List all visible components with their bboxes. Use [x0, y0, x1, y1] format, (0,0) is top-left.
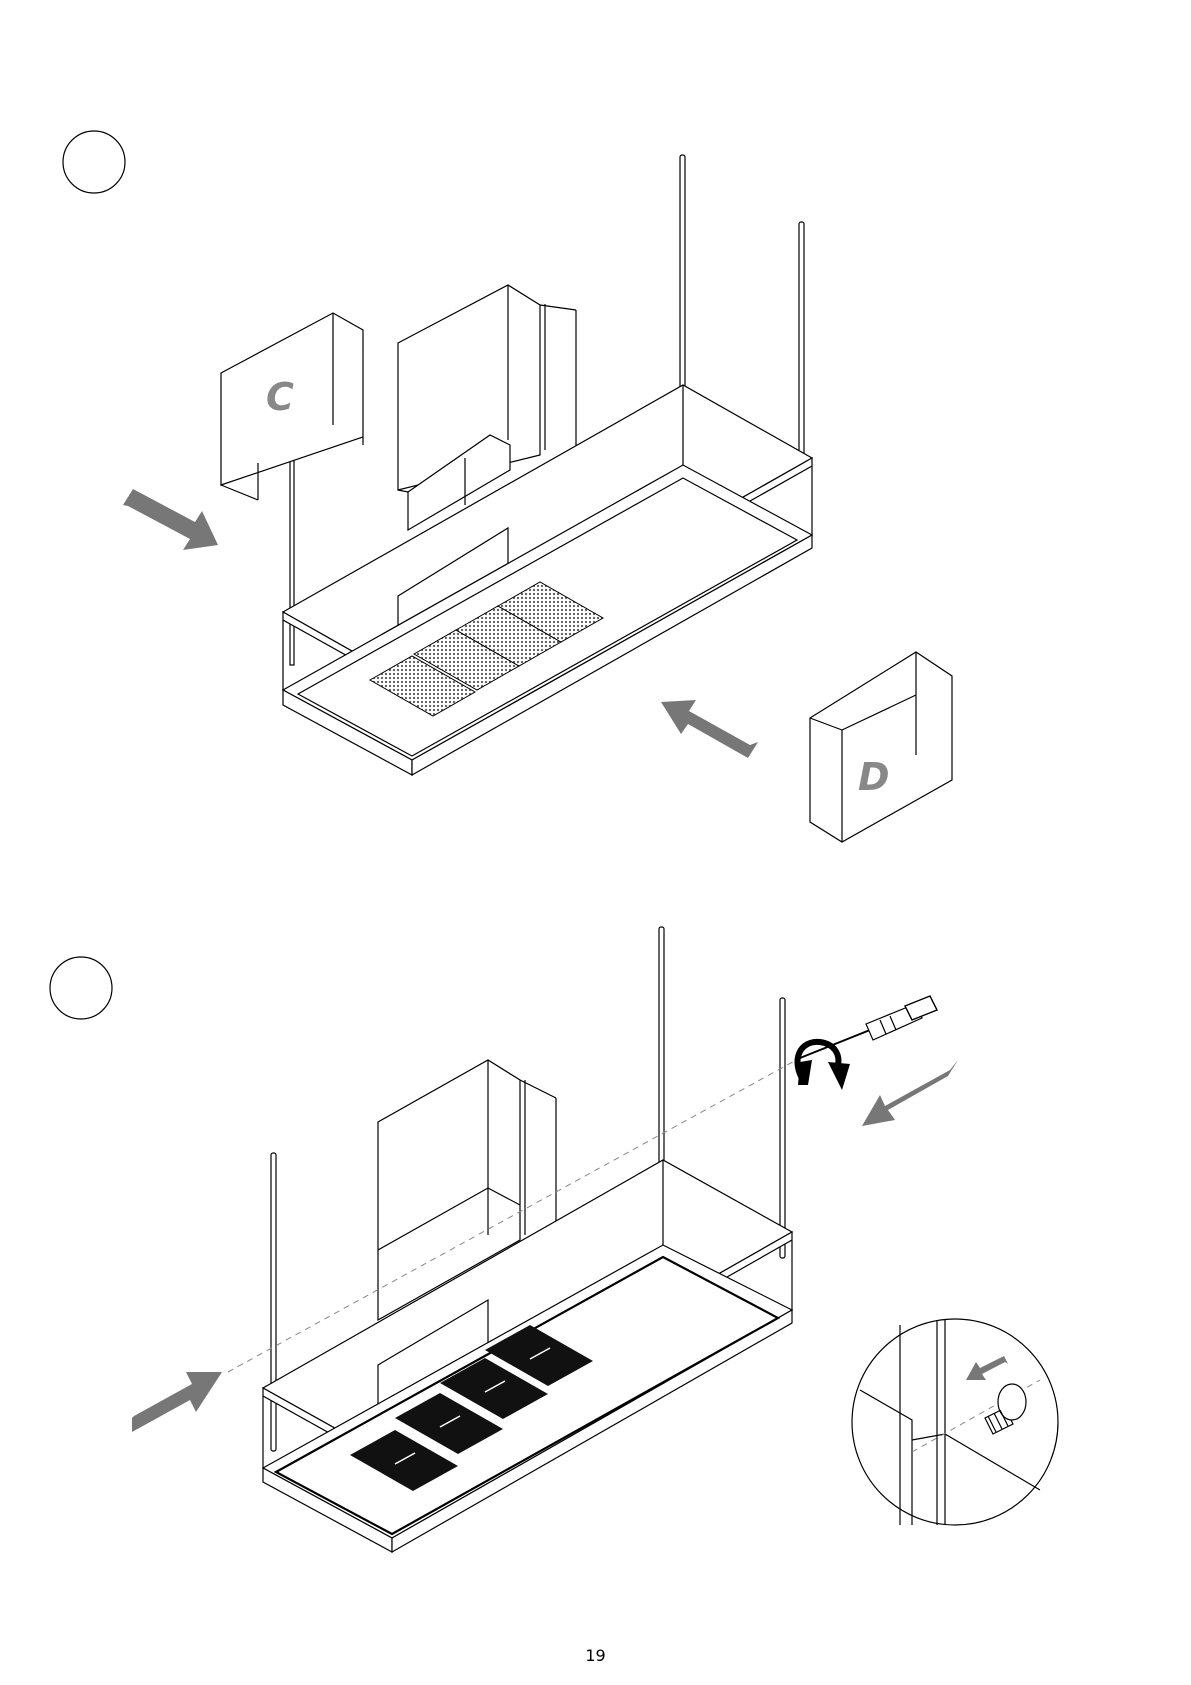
panel-c-label: C [266, 375, 294, 419]
panel-d-label: D [858, 755, 890, 799]
insert-arrow-right [661, 700, 758, 758]
insert-arrow-left [132, 1372, 222, 1432]
step-1-marker [63, 131, 125, 193]
step-1-diagram: C D [63, 131, 952, 842]
step-2-diagram [50, 927, 1058, 1552]
panel-d: D [810, 652, 952, 842]
insert-arrow-left [123, 489, 218, 550]
hood-frame [283, 385, 812, 775]
step-2-marker [50, 957, 112, 1019]
page-number: 19 [0, 1646, 1191, 1665]
screw-detail-inset [852, 1319, 1058, 1525]
insert-arrow-right [862, 1060, 958, 1126]
screwdriver-icon [800, 996, 937, 1058]
